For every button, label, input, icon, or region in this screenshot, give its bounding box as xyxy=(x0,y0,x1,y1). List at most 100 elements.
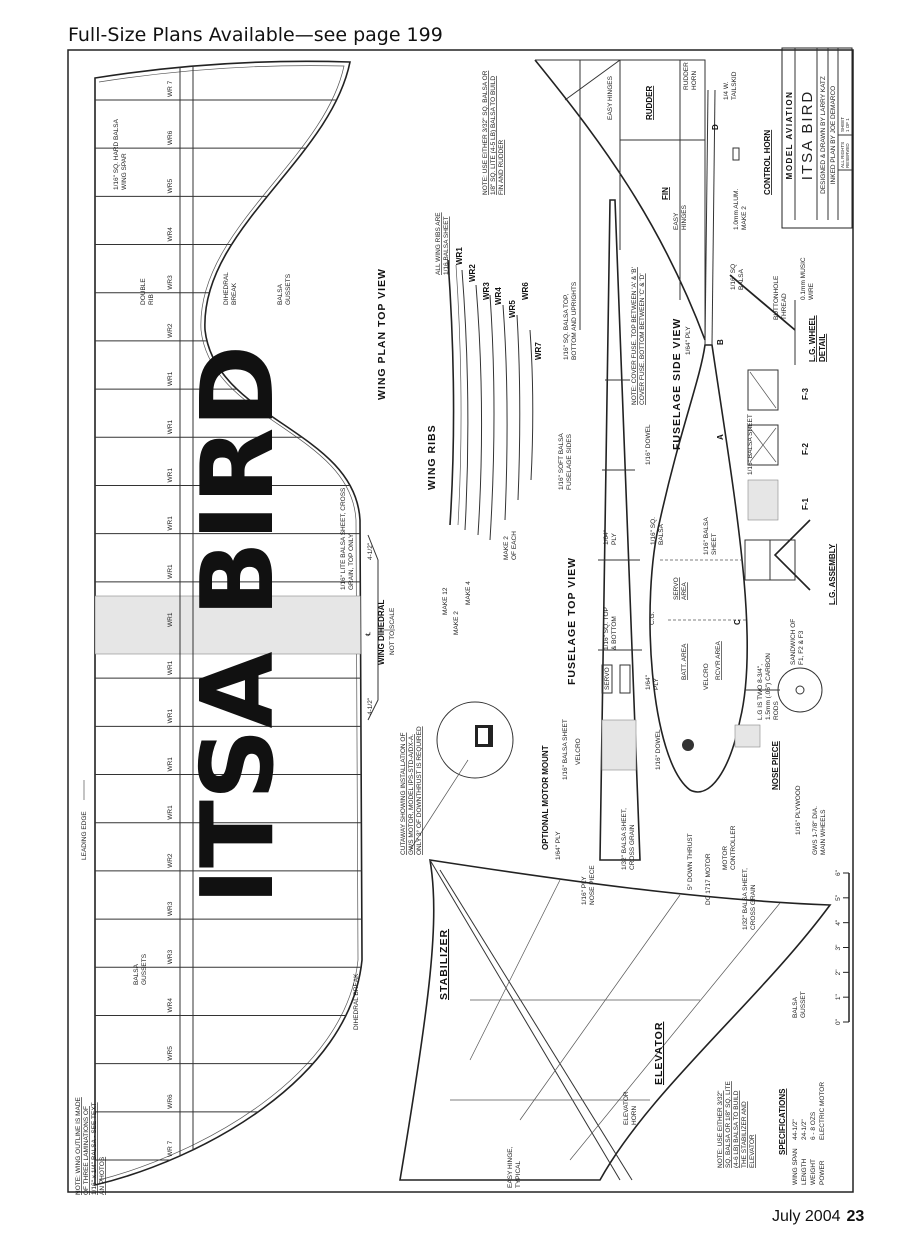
balsa-sheet-label: 1/16" BALSA SHEET xyxy=(562,719,569,780)
velcro-label: VELCRO xyxy=(575,738,582,765)
dihedral-break-label: DIHEDRALBREAK xyxy=(223,272,238,305)
optional-motor-mount-title: OPTIONAL MOTOR MOUNT xyxy=(541,745,550,850)
marker-a: A xyxy=(716,434,725,440)
spec-value: 6 - 8 OZS xyxy=(810,1111,817,1140)
sq-top-label: 1/16" SQ. TOP& BOTTOM xyxy=(603,607,618,650)
dihedral-dim-bottom: 4-1/2" xyxy=(367,697,374,715)
servo-area-label: SERVOAREA xyxy=(673,577,688,600)
designer-credit: DESIGNED & DRAWN BY LARRY KATZ xyxy=(820,76,827,194)
fin-rudder: FIN RUDDER EASY HINGES EASYHINGES RUDDER… xyxy=(482,59,738,341)
velcro-side-label: VELCRO xyxy=(703,663,710,690)
elevator-horn-label: ELEVATORHORN xyxy=(623,1091,638,1125)
lg-assembly-title: L.G. ASSEMBLY xyxy=(828,543,837,605)
sq-uprights-label: 1/16" SQ. BALSA TOP,BOTTOM AND UPRIGHTS xyxy=(563,281,578,360)
rib-label-wr1: WR1 xyxy=(455,247,464,265)
spec-value: 24-1/2" xyxy=(801,1119,808,1140)
wing-outline-inner xyxy=(98,65,359,1181)
issue-date: July 2004 xyxy=(772,1208,841,1225)
nose-piece-title: NOSE PIECE xyxy=(771,740,780,790)
balsa32-label: 1/32" BALSA SHEET,CROSS GRAIN xyxy=(621,808,636,870)
spec-label: WING SPAN xyxy=(792,1148,799,1185)
control-horn-note: 1.0mm ALUM.MAKE 2 xyxy=(733,189,748,230)
spec-label: LENGTH xyxy=(801,1158,808,1185)
ply64b-side-label: 1/64"PLY xyxy=(645,674,660,690)
ply-nose-label: 1/16" PLYNOSE PIECE xyxy=(581,865,596,905)
music-wire-label: 0.1mm MUSICWIRE xyxy=(800,257,815,300)
spar-note: 1/16" SQ. HARD BALSAWING SPAR xyxy=(113,118,128,190)
rib-label-wr2: WR2 xyxy=(468,264,477,282)
scale-tick-label: 5" xyxy=(835,894,842,901)
scale-tick-label: 0" xyxy=(835,1018,842,1025)
fuselage-top-title: FUSELAGE TOP VIEW xyxy=(566,557,578,685)
spec-label: POWER xyxy=(819,1160,826,1185)
soft-sides-label: 1/16" SOFT BALSAFUSELAGE SIDES xyxy=(558,433,573,490)
buttonhole-thread-label: BUTTONHOLETHREAD xyxy=(773,275,788,320)
control-horn-title: CONTROL HORN xyxy=(763,130,772,195)
rib-label: WR2 xyxy=(167,323,174,338)
itsa-bird-logo: ITSA BIRD xyxy=(179,345,296,905)
rib-label: WR2 xyxy=(167,853,174,868)
rib-label: WR1 xyxy=(167,612,174,627)
former-f1: F-1 xyxy=(801,497,810,510)
cover-note: NOTE: COVER FUSE. TOP BETWEEN 'A' & 'B'C… xyxy=(631,267,646,405)
dowel-label: 1/16" DOWEL xyxy=(655,729,662,770)
fuselage-side-view: FUSELAGE SIDE VIEW NOTE: COVER FUSE. TOP… xyxy=(631,89,757,930)
lg-rods-note: L.G IS TWO 8-3/4",1.5mm (.06") CARBONROD… xyxy=(757,653,780,720)
rib-label: WR1 xyxy=(167,516,174,531)
leading-edge-label: LEADING EDGE xyxy=(81,811,88,860)
fin-label: FIN xyxy=(661,187,670,200)
fin-note: NOTE: USE EITHER 3/32" SQ. BALSA OR1/8" … xyxy=(482,70,505,195)
elevator-title: ELEVATOR xyxy=(653,1022,665,1085)
title-block: MODEL AVIATION ITSA BIRD DESIGNED & DRAW… xyxy=(781,47,853,229)
ply64-side-label: 1/64" PLY xyxy=(685,326,692,355)
balsa-gussets-label-lower: BALSAGUSSETS xyxy=(133,953,148,985)
dihedral-dim-top: 4-1/2" xyxy=(367,542,374,560)
center-sheeting xyxy=(95,595,362,655)
balsa32-side-label: 1/32" BALSA SHEET,CROSS GRAIN xyxy=(742,868,757,930)
main-wheels-label: GWS 1-7/8" DIA.MAIN WHEELS xyxy=(812,806,827,855)
rib-label: WR4 xyxy=(167,998,174,1013)
ply64-label: 1/64" PLY xyxy=(555,831,562,860)
lg-assembly: F-1 F-2 F-3 L.G. ASSEMBLY 1/16" BALSA SH… xyxy=(734,369,837,855)
tailskid-label: 1/4 W.TAILSKID xyxy=(723,71,738,100)
lg-wheel-title: L.G. WHEELDETAIL xyxy=(808,315,827,362)
sq-balsa-label: 1/16" SQ.BALSA xyxy=(650,517,665,545)
rcvr-area-label: RCV'R AREA xyxy=(715,641,722,680)
dihedral-break-lower: DIHEDRAL BREAK xyxy=(353,973,360,1030)
marker-b: B xyxy=(716,339,725,345)
scale-tick-label: 2" xyxy=(835,969,842,976)
spec-label: WEIGHT xyxy=(810,1159,817,1185)
plan-border xyxy=(67,49,854,1193)
make-4: MAKE 4 xyxy=(465,581,472,605)
rib-label-wr3: WR3 xyxy=(482,282,491,300)
page-number: 23 xyxy=(846,1208,865,1225)
wing-outline xyxy=(94,60,363,1187)
marker-d: D xyxy=(711,124,720,130)
dowel-side-label: 1/16" DOWEL xyxy=(645,424,652,465)
scale-tick-label: 3" xyxy=(835,944,842,951)
batt-area-label: BATT. AREA xyxy=(681,643,688,680)
plans-available-header: Full-Size Plans Available—see page 199 xyxy=(68,24,443,46)
rights-reserved: ALL RIGHTSRESERVED xyxy=(840,142,850,168)
rib-labels: WR 7WR6WR5WR4WR3WR2WR1WR1WR1WR1WR1WR1WR1… xyxy=(167,80,174,1157)
balsa-gussets-label: BALSAGUSSETS xyxy=(277,273,292,305)
easy-hinge-label: EASY HINGE,TYPICAL xyxy=(507,1146,522,1188)
spec-value: ELECTRIC MOTOR xyxy=(819,1082,826,1140)
balsa-sheet-side-label: 1/16" BALSASHEET xyxy=(703,517,718,555)
specs-title: SPECIFICATIONS xyxy=(778,1088,787,1155)
wing-ribs-title: WING RIBS xyxy=(426,424,438,490)
rib-label: WR3 xyxy=(167,901,174,916)
lg-wheel-detail: BUTTONHOLETHREAD 0.1mm MUSICWIRE L.G. WH… xyxy=(729,257,827,365)
publisher-name: MODEL AVIATION xyxy=(785,91,794,180)
scale-tick-label: 6" xyxy=(835,869,842,876)
wing-outline-note: NOTE: WING OUTLINE IS MADEOF THREE LAMIN… xyxy=(75,1096,106,1195)
scale-tick-label: 1" xyxy=(835,994,842,1001)
rib-label-wr5: WR5 xyxy=(508,300,517,318)
cutaway-note: CUTAWAY SHOWING INSTALLATION OFGWS MOTOR… xyxy=(400,726,423,855)
sandwich-label: SANDWICH OFF1, F2 & F3 xyxy=(790,619,805,665)
ply64b-label: 1/64"PLY xyxy=(603,529,618,545)
rib-label: WR1 xyxy=(167,805,174,820)
specifications: SPECIFICATIONS WING SPAN44-1/2"LENGTH24-… xyxy=(778,1082,826,1185)
cg-label: C.G. xyxy=(649,611,656,625)
